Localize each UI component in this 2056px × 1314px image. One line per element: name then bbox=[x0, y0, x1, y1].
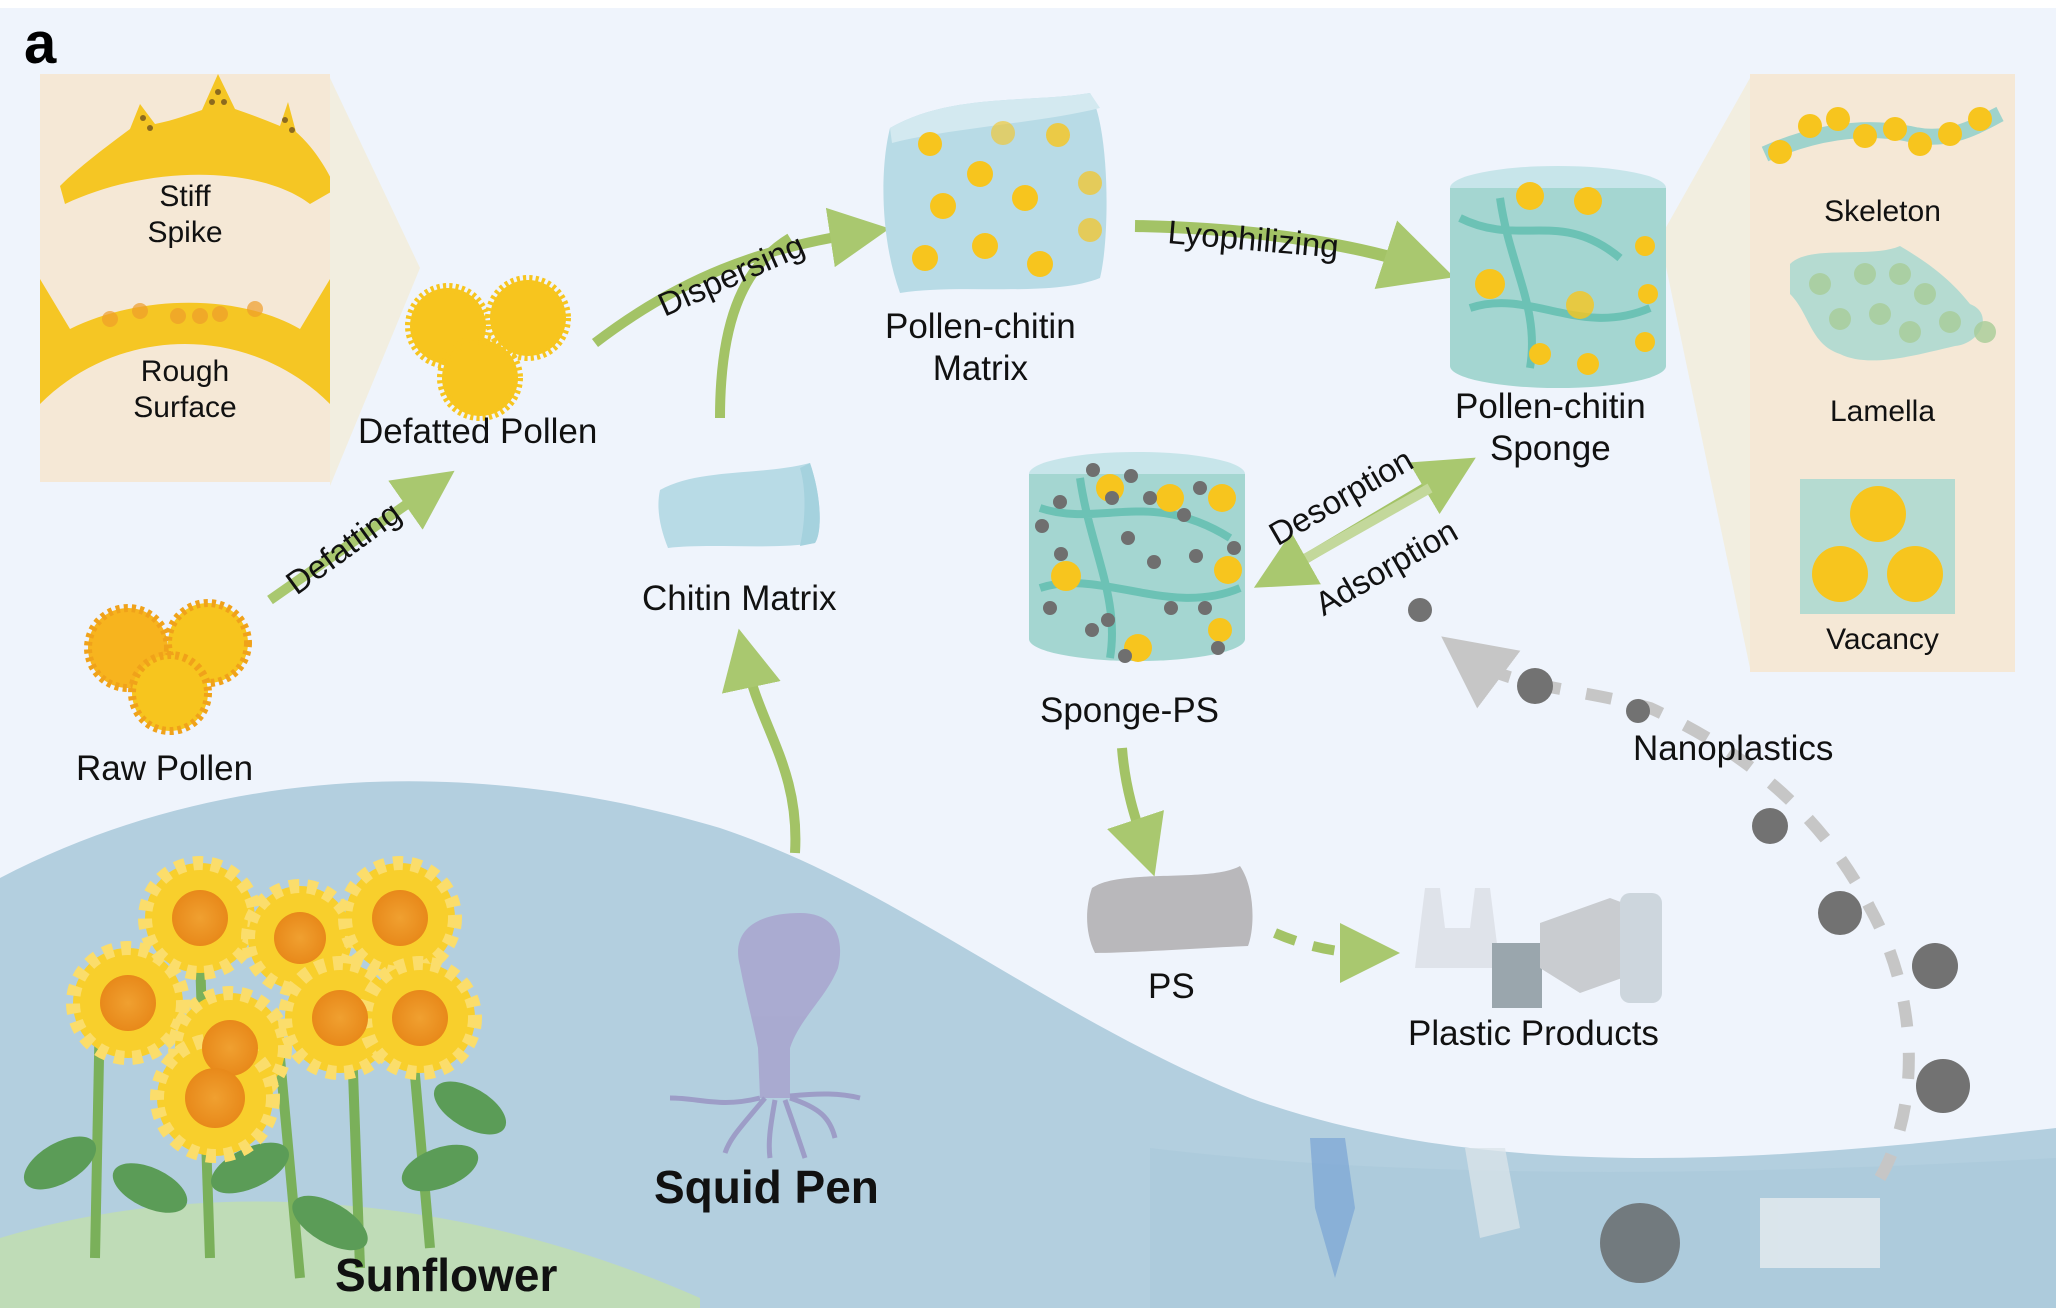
rough-surface-label-line1: Rough bbox=[140, 355, 230, 388]
pollen-chitin-sponge-label-line1: Pollen-chitin bbox=[1455, 387, 1646, 426]
sunflower-field-icon bbox=[23, 856, 507, 1279]
right-inset-panel: Skeleton Lamella Vacancy bbox=[1750, 74, 2015, 672]
arrow-sponge-to-ps bbox=[1107, 747, 1164, 877]
arrow-defatting bbox=[267, 470, 455, 605]
sponge-ps-icon bbox=[1029, 452, 1245, 663]
stiff-spike-label-line1: Stiff bbox=[159, 180, 211, 213]
skeleton-label: Skeleton bbox=[1824, 195, 1941, 228]
left-inset-connector bbox=[330, 78, 420, 486]
sunflower-label: Sunflower bbox=[335, 1249, 558, 1301]
plastic-products-label: Plastic Products bbox=[1408, 1014, 1659, 1053]
pollen-chitin-matrix-label-line1: Pollen-chitin bbox=[885, 307, 1076, 346]
arrow-nanoplastics-cycle bbox=[1441, 636, 1915, 1181]
rough-surface-label: Rough Surface bbox=[40, 354, 330, 426]
left-inset-panel: Stiff Spike Rough Surface bbox=[40, 74, 330, 482]
vacancy-label: Vacancy bbox=[1826, 623, 1939, 656]
plastic-products-icon bbox=[1415, 888, 1662, 1008]
raw-pollen-icon bbox=[84, 599, 252, 735]
stiff-spike-label: Stiff Spike bbox=[40, 179, 330, 251]
defatted-pollen-icon bbox=[405, 275, 571, 421]
panel-letter: a bbox=[24, 11, 57, 76]
pollen-chitin-sponge-icon bbox=[1450, 166, 1666, 388]
pollen-chitin-matrix-icon bbox=[883, 93, 1107, 293]
nanoplastics-label: Nanoplastics bbox=[1633, 729, 1834, 768]
floating-waste-icons bbox=[1310, 1138, 1880, 1283]
ground-area bbox=[0, 1201, 700, 1308]
diagram-background bbox=[0, 78, 2056, 1308]
lamella-illustration bbox=[1790, 246, 1983, 361]
rough-surface-illustration bbox=[40, 279, 330, 404]
sponge-ps-label: Sponge-PS bbox=[1040, 691, 1220, 730]
pollen-chitin-matrix-label: Pollen-chitin Matrix bbox=[885, 306, 1076, 390]
stiff-spike-label-line2: Spike bbox=[147, 216, 223, 249]
pollen-chitin-matrix-label-line2: Matrix bbox=[932, 349, 1028, 388]
pollen-chitin-sponge-label-line2: Sponge bbox=[1489, 429, 1611, 468]
sponge-structure-illustrations bbox=[1761, 106, 2004, 614]
ps-label: PS bbox=[1148, 967, 1195, 1006]
figure-panel: a Stiff Spike Rough Surface Skeleton Lam… bbox=[0, 8, 2056, 1308]
arrow-lyophilizing bbox=[1134, 220, 1455, 289]
lamella-label: Lamella bbox=[1829, 395, 1936, 428]
arrow-dispersing bbox=[591, 207, 890, 347]
stiff-spike-illustration bbox=[60, 74, 330, 204]
squid-pen-label: Squid Pen bbox=[654, 1161, 879, 1213]
arrow-squid-to-chitin bbox=[721, 628, 801, 854]
arrow-adsorption bbox=[1253, 483, 1433, 588]
arrow-ps-to-products bbox=[1273, 922, 1400, 983]
squid-icon bbox=[669, 913, 861, 1159]
defatted-pollen-label: Defatted Pollen bbox=[358, 412, 598, 451]
nanoplastic-particles bbox=[1408, 598, 1970, 1113]
pollen-surface-illustrations bbox=[40, 74, 330, 404]
right-inset-connector bbox=[1660, 78, 1750, 668]
chitin-matrix-label: Chitin Matrix bbox=[642, 579, 837, 618]
rough-surface-label-line2: Surface bbox=[133, 391, 237, 424]
ps-block-icon bbox=[1087, 866, 1253, 953]
pollen-chitin-sponge-label: Pollen-chitin Sponge bbox=[1455, 386, 1646, 470]
raw-pollen-label: Raw Pollen bbox=[76, 749, 254, 788]
chitin-matrix-icon bbox=[658, 463, 820, 548]
arrow-chitin-to-matrix bbox=[715, 233, 793, 419]
